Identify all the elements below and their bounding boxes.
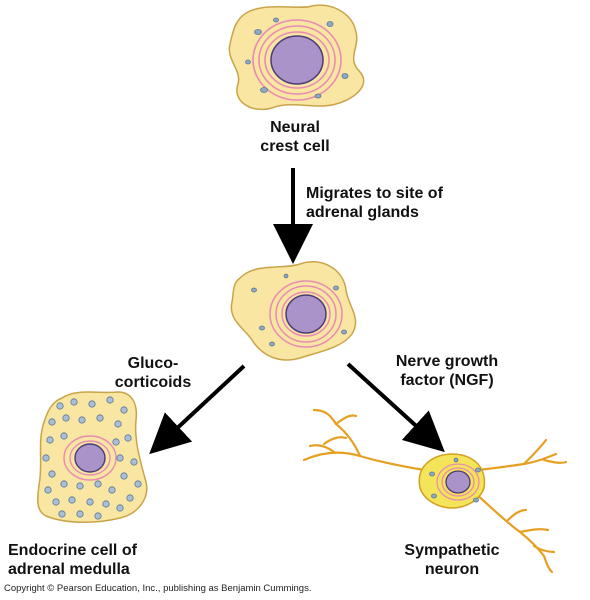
neuron-er (436, 463, 480, 501)
ngf-label: Nerve growth factor (NGF) (382, 352, 512, 390)
neural-crest-label-line2: crest cell (260, 138, 330, 155)
migrated-nucleus (285, 294, 327, 334)
endocrine-cell (37, 391, 148, 524)
migrated-granules (251, 273, 347, 347)
migrates-label-line2: adrenal glands (306, 204, 419, 221)
migrated-cell (230, 261, 357, 361)
migrates-label-line1: Migrates to site of (306, 185, 443, 202)
neuron-nucleus (445, 470, 471, 494)
sympathetic-neuron (302, 408, 568, 574)
sympathetic-label-line2: neuron (424, 561, 480, 578)
sympathetic-label-line1: Sympathetic (404, 542, 500, 559)
endocrine-label: Endocrine cell of adrenal medulla (8, 541, 137, 579)
endocrine-label-line2: adrenal medulla (8, 561, 130, 578)
neural-crest-granules (245, 17, 349, 99)
migrates-label: Migrates to site of adrenal glands (306, 184, 443, 222)
neural-crest-cell (228, 4, 365, 111)
sympathetic-label: Sympathetic neuron (392, 541, 512, 579)
neural-crest-label: Neural crest cell (240, 118, 350, 156)
neuron-processes (302, 408, 568, 574)
arrow-ngf (346, 362, 445, 453)
ngf-label-line1: Nerve growth (395, 353, 499, 370)
neural-crest-nucleus (270, 35, 324, 85)
glucocorticoids-label-line1: Gluco- (127, 355, 179, 372)
ngf-label-line2: factor (NGF) (400, 372, 494, 389)
glucocorticoids-label: Gluco- corticoids (98, 354, 208, 392)
copyright-notice: Copyright © Pearson Education, Inc., pub… (4, 583, 312, 594)
neural-crest-er (252, 19, 342, 101)
arrow-glucocorticoids (149, 364, 246, 455)
migrated-er (269, 280, 343, 348)
endocrine-granules (42, 396, 142, 520)
endocrine-nucleus (74, 443, 106, 473)
endocrine-er (63, 435, 117, 481)
neural-crest-label-line1: Neural (270, 119, 320, 136)
endocrine-label-line1: Endocrine cell of (8, 542, 137, 559)
neuron-granules (429, 457, 481, 503)
glucocorticoids-label-line2: corticoids (114, 374, 192, 391)
